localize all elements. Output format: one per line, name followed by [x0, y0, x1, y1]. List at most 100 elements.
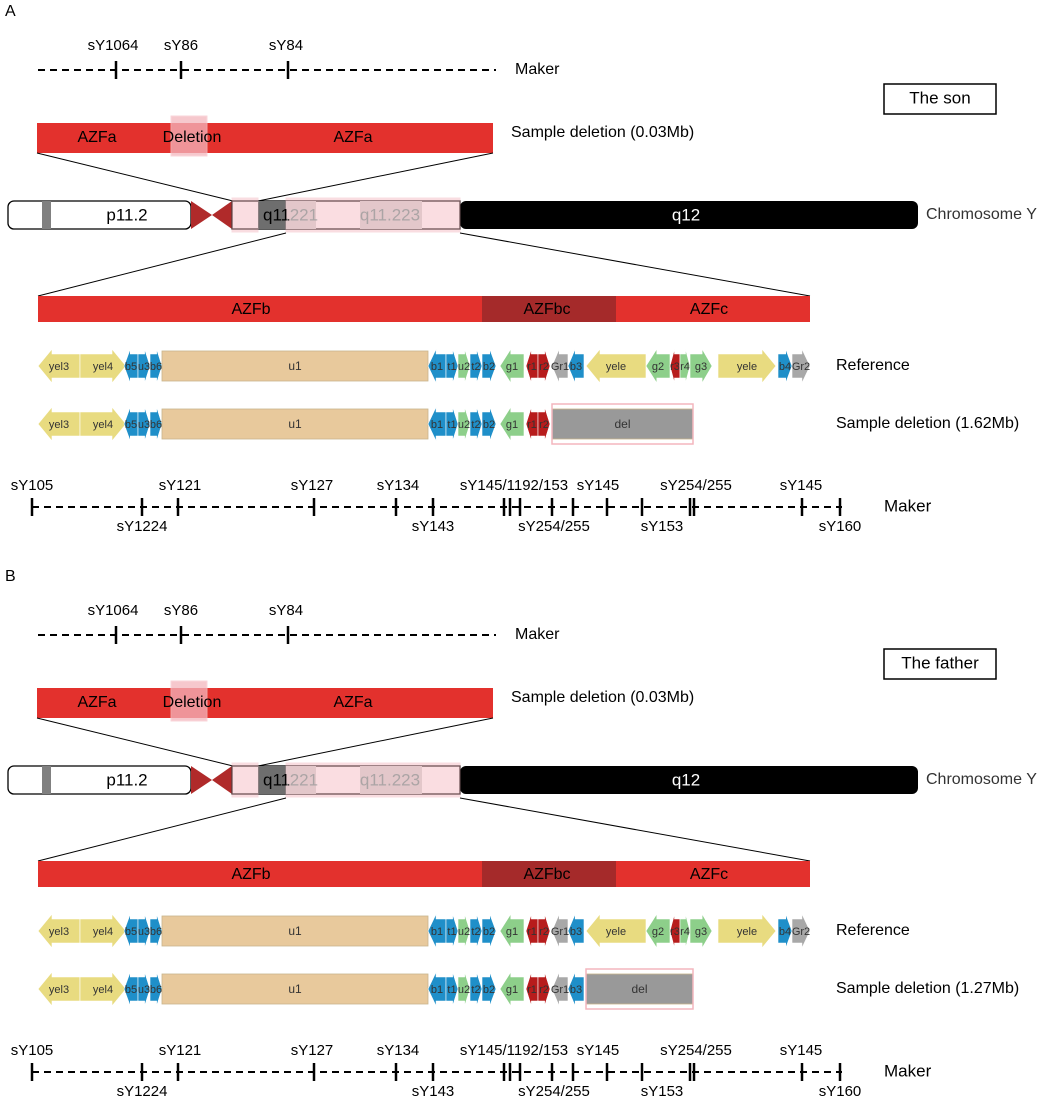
gene-yel3 [37, 348, 81, 384]
gene-label: t2 [471, 419, 480, 431]
marker-label: sY134 [377, 1042, 420, 1059]
gene-r4 [679, 348, 691, 384]
gene-label: g3 [695, 926, 707, 938]
top-marker [38, 626, 496, 644]
gene-label: r1 [527, 926, 537, 938]
azfa-region-highlight [231, 197, 259, 233]
chrom-band [286, 766, 316, 794]
zoom-line [459, 232, 811, 297]
marker-label: sY86 [164, 602, 198, 619]
gene-label: b6 [150, 361, 162, 373]
gene-r3 [669, 348, 681, 384]
gene-label: b1 [431, 984, 443, 996]
gene-label: yel3 [49, 926, 69, 938]
gene-r3 [669, 913, 681, 949]
gene-label: u3 [138, 984, 150, 996]
gene-r4 [679, 913, 691, 949]
chrom-q223-label: q11.223 [360, 205, 420, 224]
marker-label: sY143 [412, 1083, 455, 1099]
azfbc-bar [482, 861, 616, 887]
gene-b6 [149, 913, 163, 949]
chrom-band [286, 201, 316, 229]
azfc-label: AZFc [690, 301, 728, 318]
gene-label: u2 [458, 926, 470, 938]
gene-t2 [469, 971, 483, 1007]
gene-label: b5 [125, 926, 137, 938]
chrom-p-arm [7, 200, 192, 230]
marker-title: Maker [515, 61, 560, 78]
gene-label: r2 [539, 984, 549, 996]
gene-label: yele [606, 926, 626, 938]
gene-label: b4 [779, 361, 791, 373]
marker-label: sY86 [164, 37, 198, 54]
gene-label: b3 [570, 361, 582, 373]
chrom-q11-label: q11 [263, 205, 290, 224]
marker-label: sY160 [819, 1083, 862, 1099]
gene-b2 [481, 348, 497, 384]
gene-Gr1 [551, 971, 569, 1007]
marker-label: sY127 [291, 477, 334, 494]
gene-label: yele [737, 926, 757, 938]
marker-label: sY105 [11, 477, 54, 494]
azfc-label: AZFc [690, 866, 728, 883]
marker-label: sY145 [780, 1042, 823, 1059]
gene-yel4 [79, 406, 127, 442]
gene-del [551, 408, 694, 440]
gene-u2 [457, 913, 471, 949]
sample-caption: Sample deletion (1.62Mb) [836, 415, 1019, 432]
chrom-q12 [460, 766, 918, 794]
marker-label: sY145 [780, 477, 823, 494]
gene-label: b6 [150, 926, 162, 938]
zoom-line [36, 717, 234, 767]
gene-u1 [161, 915, 429, 947]
centromere [191, 201, 212, 229]
gene-r1 [525, 971, 539, 1007]
chrom-q11-band [258, 201, 286, 229]
gene-Gr2 [791, 913, 811, 949]
gene-b2 [481, 971, 497, 1007]
azfa-caption: Sample deletion (0.03Mb) [511, 124, 694, 141]
gene-u3 [137, 971, 151, 1007]
gene-b3 [567, 348, 585, 384]
centromere [212, 201, 232, 229]
gene-label: u2 [458, 361, 470, 373]
centromere [191, 766, 212, 794]
gene-label: b5 [125, 419, 137, 431]
gene-label: del [631, 982, 647, 996]
gene-u1 [161, 350, 429, 382]
bottom-marker [30, 1063, 842, 1081]
gene-label: g2 [652, 361, 664, 373]
gene-label: b1 [431, 926, 443, 938]
zoom-line [459, 797, 811, 862]
gene-label: b3 [570, 984, 582, 996]
gene-label: yel3 [49, 419, 69, 431]
gene-label: r4 [680, 361, 690, 373]
gene-label: g2 [652, 926, 664, 938]
gene-label: yel4 [93, 984, 113, 996]
marker-label: sY254/255 [660, 1042, 732, 1059]
gene-b3 [567, 913, 585, 949]
gene-yel4 [79, 913, 127, 949]
marker-label: sY145/1192/153 [460, 1042, 568, 1059]
gene-label: r4 [680, 926, 690, 938]
gene-label: r2 [539, 361, 549, 373]
chrom-band [360, 766, 422, 794]
chrom-q12 [460, 201, 918, 229]
azfa-label: AZFa [77, 129, 116, 146]
gene-label: yel4 [93, 361, 113, 373]
marker-label: sY84 [269, 602, 303, 619]
gene-u3 [137, 406, 151, 442]
gene-label: b4 [779, 926, 791, 938]
gene-yel3 [37, 913, 81, 949]
reference-caption: Reference [836, 357, 910, 374]
gene-label: t2 [471, 361, 480, 373]
chrom-q12-label: q12 [672, 770, 700, 789]
gene-b6 [149, 348, 163, 384]
gene-label: g1 [506, 419, 518, 431]
gene-b4 [777, 348, 793, 384]
chrom-q221-label: .221 [285, 770, 318, 789]
marker-label: sY153 [641, 1083, 684, 1099]
gene-label: g1 [506, 361, 518, 373]
